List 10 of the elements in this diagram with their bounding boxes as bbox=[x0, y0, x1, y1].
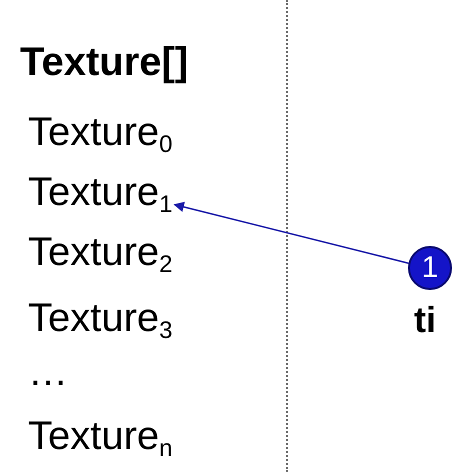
arrow bbox=[174, 202, 409, 264]
number-circle: 1 bbox=[408, 246, 452, 290]
array-element: Texture$_{n}$ bbox=[28, 416, 173, 462]
array-heading: Texture[] bbox=[20, 42, 188, 82]
circle-caption: ti bbox=[414, 302, 436, 338]
array-element: Texture$_{3}$ bbox=[28, 298, 173, 344]
array-element: Texture$_{2}$ bbox=[28, 232, 173, 278]
array-element: Texture$_{1}$ bbox=[28, 172, 173, 218]
array-element: … bbox=[28, 352, 68, 392]
array-element: Texture$_{0}$ bbox=[28, 112, 173, 158]
